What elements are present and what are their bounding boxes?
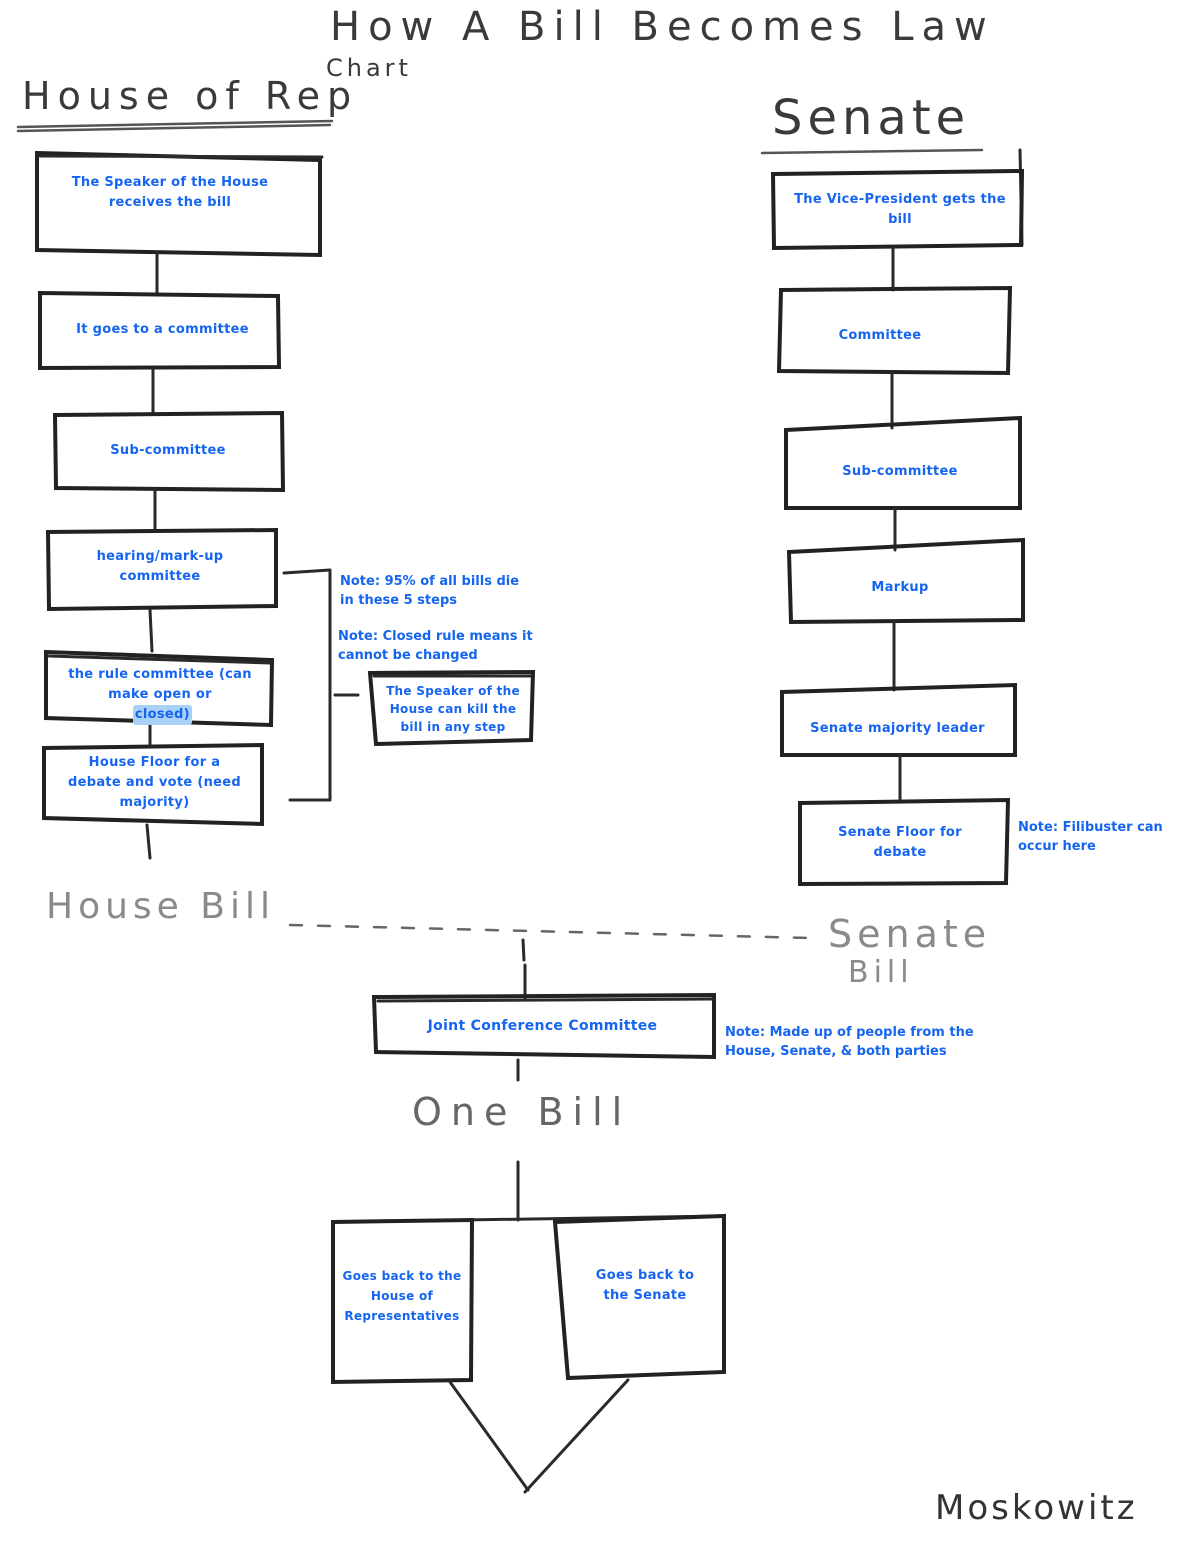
senate-step-2: Committee bbox=[838, 328, 922, 343]
senate-step-6: Senate Floor for debate bbox=[838, 825, 962, 860]
note-conference: Note: Made up of people from the House, … bbox=[725, 1025, 974, 1059]
house-step-5: the rule committee (can make open or clo… bbox=[52, 665, 268, 725]
senate-bill-label-line1: Senate bbox=[828, 912, 992, 956]
senate-box-1 bbox=[770, 168, 1025, 251]
house-step-1: The Speaker of the House receives the bi… bbox=[71, 175, 269, 210]
senate-step-3: Sub-committee bbox=[842, 464, 958, 479]
joint-committee-label: Joint Conference Committee bbox=[427, 1018, 658, 1034]
house-step-4: hearing/mark-up committee bbox=[96, 549, 224, 584]
back-senate-label: Goes back to the Senate bbox=[595, 1268, 695, 1303]
note-speaker-kill: The Speaker of the House can kill the bi… bbox=[386, 684, 520, 734]
house-box-3 bbox=[52, 410, 286, 493]
note-bills-die: Note: 95% of all bills die in these 5 st… bbox=[340, 574, 520, 608]
senate-box-5 bbox=[780, 682, 1017, 757]
speaker-kill-box bbox=[367, 669, 536, 747]
senate-box-3 bbox=[784, 415, 1022, 510]
house-box-1 bbox=[35, 150, 324, 258]
joint-committee-box bbox=[371, 992, 716, 1060]
senate-step-4: Markup bbox=[871, 580, 929, 595]
senate-box-2 bbox=[776, 285, 1013, 376]
house-step-5-text: the rule committee (can make open or bbox=[68, 667, 252, 702]
house-step-2: It goes to a committee bbox=[76, 322, 249, 337]
note-closed-rule: Note: Closed rule means it cannot be cha… bbox=[338, 629, 533, 663]
note-filibuster: Note: Filibuster can occur here bbox=[1018, 820, 1163, 854]
back-house-label: Goes back to the House of Representative… bbox=[342, 1269, 462, 1323]
house-box-6 bbox=[42, 742, 264, 827]
merge-dashed-line bbox=[288, 923, 812, 940]
bracket bbox=[282, 568, 332, 802]
senate-heading: Senate bbox=[772, 90, 971, 146]
back-house-box bbox=[331, 1217, 475, 1385]
converge-line-right bbox=[523, 1378, 630, 1494]
author-signature: Moskowitz bbox=[935, 1488, 1138, 1528]
back-senate-box bbox=[552, 1213, 726, 1381]
closed-highlight: closed) bbox=[132, 705, 192, 725]
senate-heading-underline bbox=[760, 148, 984, 155]
page-title: How A Bill Becomes Law bbox=[330, 4, 995, 50]
senate-box-6 bbox=[798, 797, 1011, 887]
house-step-6: House Floor for a debate and vote (need … bbox=[67, 755, 241, 810]
one-bill-label: One Bill bbox=[412, 1090, 632, 1134]
house-box-2 bbox=[38, 290, 282, 371]
page-subtitle: Chart bbox=[326, 54, 412, 82]
house-heading-underline bbox=[16, 119, 334, 129]
house-bill-label: House Bill bbox=[46, 886, 275, 927]
senate-box-4 bbox=[786, 537, 1025, 625]
converge-line-left bbox=[448, 1380, 530, 1492]
house-box-5 bbox=[44, 649, 275, 728]
senate-step-5: Senate majority leader bbox=[810, 721, 985, 736]
house-step-3: Sub-committee bbox=[110, 443, 226, 458]
senate-step-1: The Vice-President gets the bill bbox=[794, 192, 1006, 227]
house-heading: House of Rep bbox=[22, 74, 359, 118]
house-box-4 bbox=[45, 527, 278, 612]
senate-bill-label-line2: Bill bbox=[848, 955, 914, 990]
